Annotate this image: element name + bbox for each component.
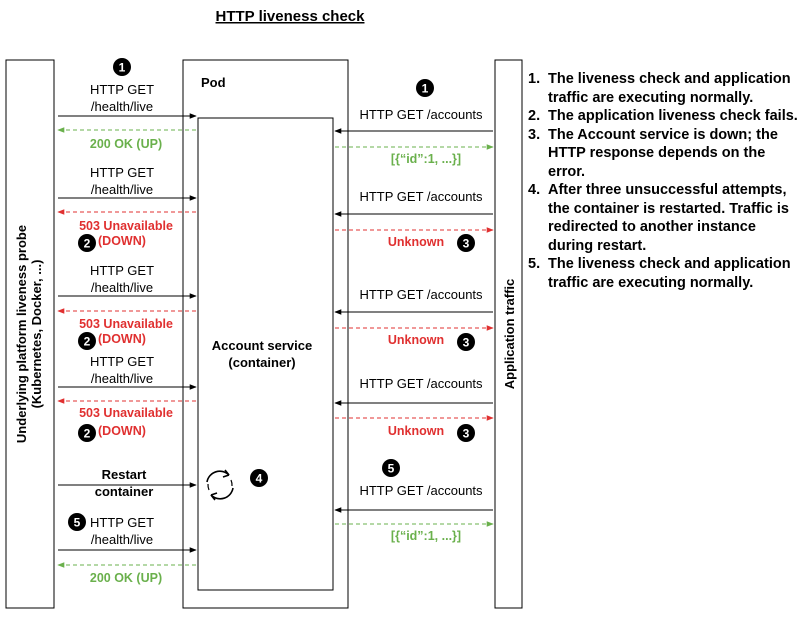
left-lane-box bbox=[5, 59, 55, 609]
probe-req-3-line2: /health/live bbox=[91, 280, 153, 295]
traffic-fail-4: Unknown bbox=[388, 424, 444, 438]
marker-5-traffic-num: 5 bbox=[388, 462, 395, 476]
marker-2-b-num: 2 bbox=[84, 335, 91, 349]
marker-1-traffic bbox=[416, 79, 434, 97]
probe-req-5-line1: HTTP GET bbox=[90, 515, 154, 530]
left-lane-label: Underlying platform liveness probe bbox=[14, 225, 29, 443]
traffic-ok-5: [{“id”:1, ...}] bbox=[391, 529, 461, 543]
marker-2-a bbox=[78, 234, 96, 252]
marker-3-c bbox=[457, 424, 475, 442]
marker-3-a bbox=[457, 234, 475, 252]
right-lane-label: Application traffic bbox=[502, 279, 517, 390]
probe-req-2-line1: HTTP GET bbox=[90, 165, 154, 180]
traffic-req-2: HTTP GET /accounts bbox=[359, 189, 483, 204]
restart-cycle-icon bbox=[206, 469, 234, 501]
probe-fail-4-line1: 503 Unavailable bbox=[79, 406, 173, 420]
service-sublabel: (container) bbox=[228, 355, 295, 370]
restart-line1: Restart bbox=[102, 467, 147, 482]
marker-5-probe bbox=[68, 513, 86, 531]
note-number: 2. bbox=[528, 108, 541, 124]
marker-2-b bbox=[78, 332, 96, 350]
traffic-ok-1: [{“id”:1, ...}] bbox=[391, 152, 461, 166]
traffic-fail-2: Unknown bbox=[388, 235, 444, 249]
probe-fail-2-line2: (DOWN) bbox=[98, 234, 146, 248]
marker-5-traffic bbox=[382, 459, 400, 477]
service-label: Account service bbox=[212, 338, 312, 353]
note-number: 3. bbox=[528, 126, 541, 143]
marker-3-a-num: 3 bbox=[463, 237, 470, 251]
note-text: The liveness check and application traff… bbox=[548, 256, 791, 291]
marker-3-c-num: 3 bbox=[463, 427, 470, 441]
probe-req-4-line2: /health/live bbox=[91, 371, 153, 386]
notes-list: 1. The liveness check and application tra… bbox=[528, 70, 800, 292]
probe-fail-2-line1: 503 Unavailable bbox=[79, 219, 173, 233]
note-number: 4. bbox=[528, 182, 541, 198]
pod-label: Pod bbox=[201, 75, 226, 90]
traffic-req-1: HTTP GET /accounts bbox=[359, 107, 483, 122]
marker-2-c-num: 2 bbox=[84, 427, 91, 441]
note-text: After three unsuccessful attempts, the c… bbox=[548, 182, 789, 254]
note-item: 2. The application liveness check fails. bbox=[528, 107, 800, 126]
probe-ok-1: 200 OK (UP) bbox=[90, 137, 162, 151]
note-item: 4. After three unsuccessful attempts, the… bbox=[528, 181, 800, 255]
note-number: 1. bbox=[528, 71, 541, 87]
note-item: 5. The liveness check and application tra… bbox=[528, 255, 800, 292]
marker-2-c bbox=[78, 424, 96, 442]
traffic-req-3: HTTP GET /accounts bbox=[359, 287, 483, 302]
marker-1-probe bbox=[113, 58, 131, 76]
marker-1-probe-num: 1 bbox=[119, 61, 126, 75]
marker-5-probe-num: 5 bbox=[74, 516, 81, 530]
restart-line2: container bbox=[95, 484, 154, 499]
container-box bbox=[197, 117, 334, 591]
marker-4 bbox=[250, 469, 268, 487]
probe-req-1-line2: /health/live bbox=[91, 99, 153, 114]
left-lane-sublabel: (Kubernetes, Docker, ...) bbox=[29, 260, 44, 409]
probe-fail-4-line2: (DOWN) bbox=[98, 424, 146, 438]
traffic-fail-3: Unknown bbox=[388, 333, 444, 347]
probe-req-4-line1: HTTP GET bbox=[90, 354, 154, 369]
note-item: 3. The Account service is down; the HTTP … bbox=[528, 126, 800, 182]
probe-req-5-line2: /health/live bbox=[91, 532, 153, 547]
right-lane-box bbox=[494, 59, 523, 609]
traffic-req-5: HTTP GET /accounts bbox=[359, 483, 483, 498]
marker-1-traffic-num: 1 bbox=[422, 82, 429, 96]
note-number: 5. bbox=[528, 256, 541, 272]
note-item: 1. The liveness check and application tra… bbox=[528, 70, 800, 107]
note-text: The application liveness check fails. bbox=[548, 108, 798, 124]
probe-req-3-line1: HTTP GET bbox=[90, 263, 154, 278]
probe-fail-3-line1: 503 Unavailable bbox=[79, 317, 173, 331]
marker-3-b bbox=[457, 333, 475, 351]
marker-4-num: 4 bbox=[256, 472, 263, 486]
note-text: The liveness check and application traff… bbox=[548, 71, 791, 106]
probe-fail-3-line2: (DOWN) bbox=[98, 332, 146, 346]
traffic-req-4: HTTP GET /accounts bbox=[359, 376, 483, 391]
note-text: The Account service is down; the HTTP re… bbox=[548, 126, 778, 180]
probe-req-1-line1: HTTP GET bbox=[90, 82, 154, 97]
probe-req-2-line2: /health/live bbox=[91, 182, 153, 197]
diagram-title: HTTP liveness check bbox=[216, 8, 366, 25]
marker-2-a-num: 2 bbox=[84, 237, 91, 251]
probe-ok-5: 200 OK (UP) bbox=[90, 571, 162, 585]
marker-3-b-num: 3 bbox=[463, 336, 470, 350]
